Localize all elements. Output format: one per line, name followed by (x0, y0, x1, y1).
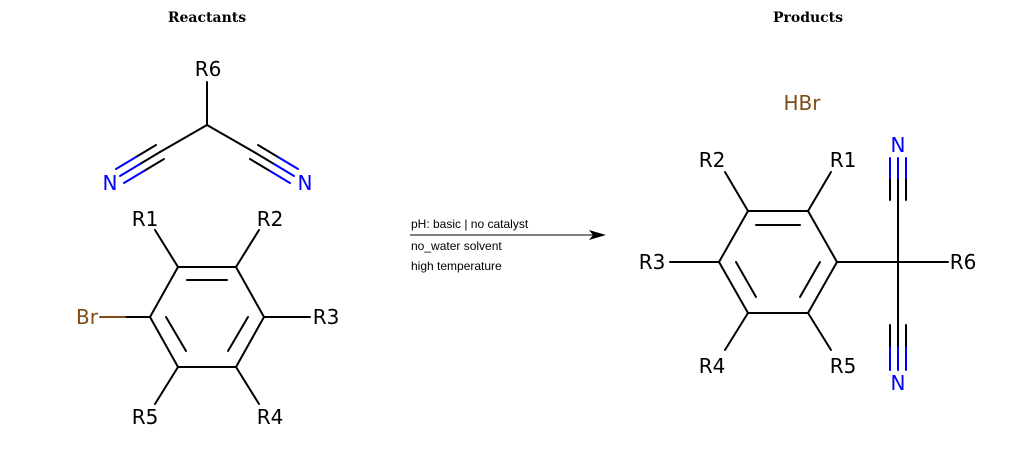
bond-r1 (154, 229, 179, 268)
products-header: Products (773, 10, 843, 26)
condition-solvent: no_water solvent (411, 239, 502, 253)
hbr-label: HBr (784, 91, 822, 115)
r1-label: R1 (132, 207, 159, 231)
malononitrile-reactant: R6 N N (103, 57, 313, 195)
condition-temperature: high temperature (411, 259, 502, 273)
arrow-head (589, 230, 606, 240)
bond-r5 (807, 312, 832, 351)
r4-label: R4 (257, 405, 284, 429)
nitrogen-label: N (103, 171, 118, 195)
bond-r2 (724, 171, 749, 212)
upper-nitrile-bond (889, 157, 907, 201)
r2-label: R2 (257, 207, 284, 231)
r5-label: R5 (830, 354, 857, 378)
right-nitrile-bond (249, 144, 299, 184)
r3-label: R3 (313, 305, 340, 329)
bond-ch-cl (159, 124, 208, 153)
r3-label: R3 (639, 250, 666, 274)
bond-r4 (235, 366, 260, 405)
left-nitrile-bond (115, 144, 165, 184)
r6-label: R6 (195, 57, 222, 81)
nitrogen-label: N (891, 371, 906, 395)
r1-label: R1 (830, 148, 857, 172)
r4-label: R4 (699, 354, 726, 378)
nitrogen-label: N (891, 133, 906, 157)
bond-r2 (235, 229, 260, 268)
r2-label: R2 (699, 148, 726, 172)
r6-label: R6 (950, 250, 977, 274)
r5-label: R5 (132, 405, 159, 429)
condition-ph-catalyst: pH: basic | no catalyst (411, 217, 529, 231)
arylmalononitrile-product: R1 R2 R3 R4 R5 R6 N N (639, 133, 977, 395)
reaction-arrow (410, 230, 606, 240)
lower-nitrile-bond (889, 324, 907, 371)
bond-ch-cr (206, 124, 255, 153)
bond-r4 (724, 312, 749, 351)
bromine-label: Br (76, 305, 99, 329)
nitrogen-label: N (298, 171, 313, 195)
bromobenzene-reactant: R1 R2 R3 R4 R5 Br (76, 207, 339, 429)
bond-r5 (154, 366, 179, 405)
bond-r1 (807, 171, 832, 212)
reactants-header: Reactants (168, 10, 246, 26)
